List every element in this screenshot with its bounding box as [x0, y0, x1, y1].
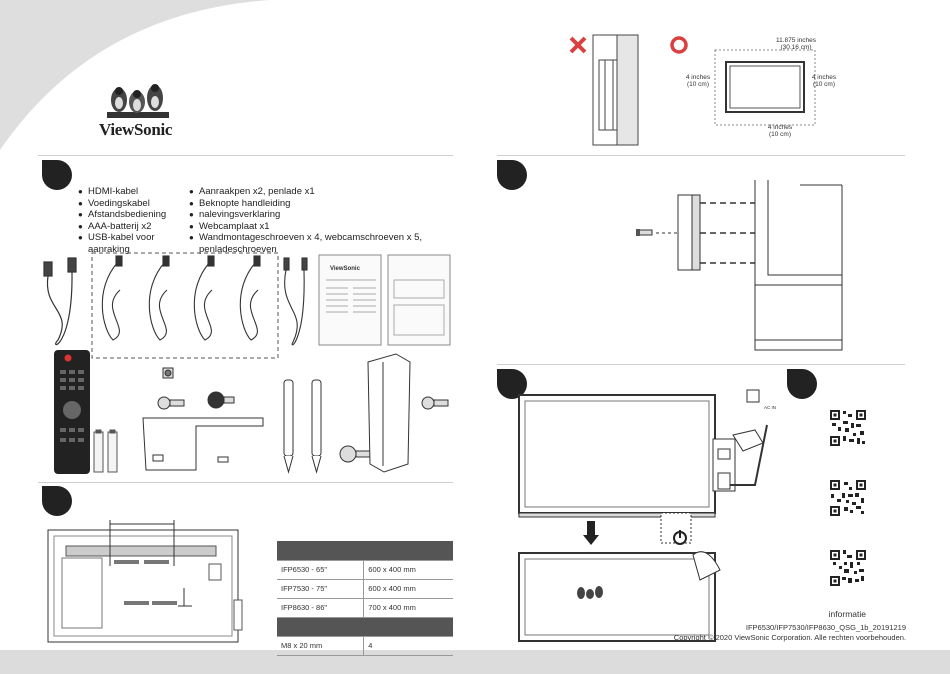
accessory-list-col1: HDMI-kabel Voedingskabel Afstandsbedieni… — [78, 186, 188, 255]
divider — [497, 364, 905, 365]
power-on-diagram — [518, 389, 768, 642]
step-marker-2 — [42, 486, 72, 516]
info-label: informatie — [828, 609, 866, 619]
divider — [497, 155, 905, 156]
webcam-plate-icon — [142, 417, 264, 471]
power-cables-box — [91, 252, 279, 359]
list-item: Beknopte handleiding — [189, 198, 429, 210]
clearance-right-label: 4 inches(10 cm) — [811, 74, 837, 88]
list-item: nalevingsverklaring — [189, 209, 429, 221]
table-row: IFP6530 - 65"600 x 400 mm — [277, 560, 453, 580]
document-id: IFP6530/IFP7530/IFP8630_QSG_1b_20191219 — [745, 623, 906, 632]
list-item: Wandmontageschroeven x 4, webcamschroeve… — [189, 232, 429, 255]
bottom-band — [0, 650, 950, 674]
quick-start-guide-icon: ViewSonic — [318, 254, 451, 346]
table-cell: M8 x 20 mm — [277, 636, 364, 656]
power-cable-icon — [101, 255, 261, 341]
table-row: IFP7530 - 75"600 x 400 mm — [277, 579, 453, 599]
clearance-bottom-label: 4 inches(10 cm) — [767, 124, 793, 138]
battery-icon — [93, 429, 118, 473]
copyright-text: Copyright © 2020 ViewSonic Corporation. … — [673, 633, 906, 642]
list-item: Afstandsbediening — [78, 209, 188, 221]
pen-icon — [283, 379, 322, 474]
list-item: USB-kabel voor aanraking — [78, 232, 188, 255]
divider — [38, 482, 453, 483]
qr-code-icon — [829, 549, 867, 587]
vesa-table: IFP6530 - 65"600 x 400 mm IFP7530 - 75"6… — [277, 541, 453, 656]
correct-o-icon — [670, 36, 688, 54]
bracket-install-diagram — [636, 180, 843, 351]
list-item: Webcamplaat x1 — [189, 221, 429, 233]
list-item: AAA-batterij x2 — [78, 221, 188, 233]
screw-icon — [157, 367, 449, 463]
list-item: HDMI-kabel — [78, 186, 188, 198]
wall-mount-diagram — [569, 34, 816, 146]
clearance-left-label: 4 inches(10 cm) — [685, 74, 711, 88]
accessory-illustrations: ViewSonic — [43, 252, 451, 474]
clearance-top-label: 11.875 inches(30.16 cm) — [776, 37, 816, 51]
svg-text:ViewSonic: ViewSonic — [330, 266, 361, 272]
step-marker-5 — [787, 369, 817, 399]
table-cell: 600 x 400 mm — [363, 560, 453, 580]
step-marker-1 — [42, 160, 72, 190]
hdmi-cable-icon — [43, 257, 77, 346]
table-cell: 4 — [363, 636, 453, 656]
table-row: IFP8630 - 86"700 x 400 mm — [277, 598, 453, 618]
table-cell: 700 x 400 mm — [363, 598, 453, 618]
viewsonic-logo-icon — [577, 586, 603, 599]
pen-tray-icon — [367, 353, 411, 473]
table-cell: IFP7530 - 75" — [277, 579, 364, 599]
power-port-label: AC IN — [764, 405, 777, 410]
screw-icon — [636, 229, 653, 236]
table-cell: 600 x 400 mm — [363, 579, 453, 599]
vesa-rear-diagram — [47, 520, 243, 643]
brand-logo: ViewSonic — [99, 120, 173, 139]
list-item: Voedingskabel — [78, 198, 188, 210]
list-item: Aanraakpen x2, penlade x1 — [189, 186, 429, 198]
usb-cable-icon — [283, 257, 308, 346]
table-cell: IFP8630 - 86" — [277, 598, 364, 618]
qr-code-icon — [829, 479, 867, 517]
logo-birds-icon — [107, 84, 169, 118]
wrong-x-icon — [569, 36, 587, 54]
table-cell: IFP6530 - 65" — [277, 560, 364, 580]
step-marker-3 — [497, 160, 527, 190]
accessory-list-col2: Aanraakpen x2, penlade x1 Beknopte handl… — [189, 186, 429, 255]
qr-code-icon — [829, 409, 867, 447]
divider — [38, 155, 453, 156]
remote-control-icon — [54, 350, 90, 474]
